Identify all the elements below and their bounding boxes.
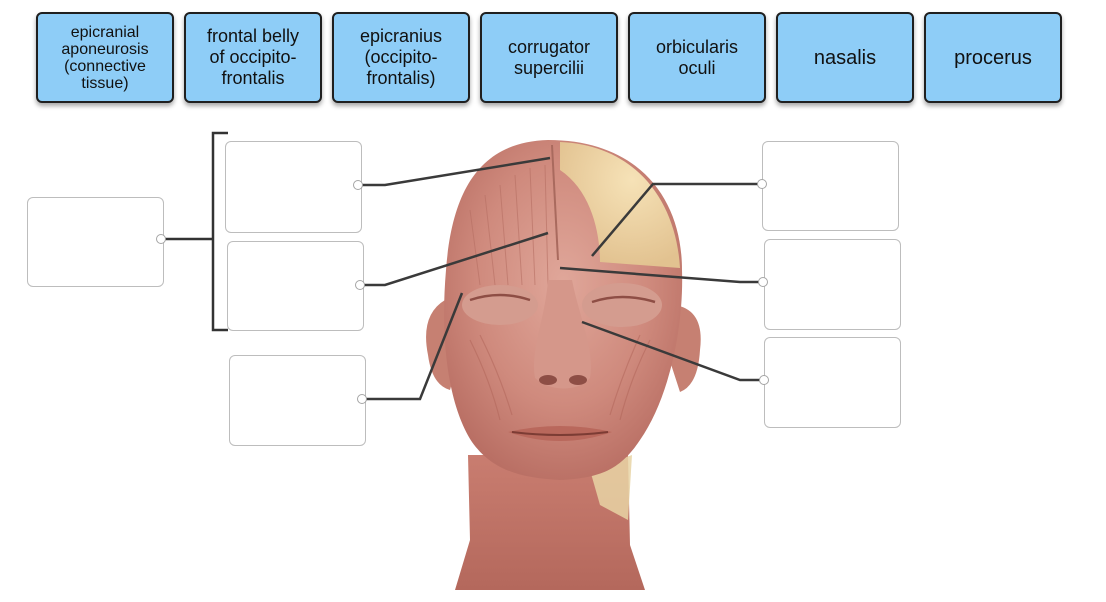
tile-text-line: supercilii [513, 57, 584, 78]
leader-line [559, 266, 763, 284]
tile-text-line: nasalis [813, 46, 877, 69]
leader-line [362, 156, 551, 187]
tile-text-line: corrugator [507, 36, 591, 57]
label-tile-nasalis[interactable]: nasalis [776, 12, 914, 103]
tile-text-line: of occipito- [209, 47, 297, 67]
label-tile-orbicularis-oculi[interactable]: orbicularis oculi [628, 12, 766, 103]
drop-slot-left-middle[interactable] [227, 241, 364, 331]
tile-text-line: epicranial [70, 23, 140, 41]
tile-text-line: procerus [954, 46, 1032, 69]
drop-slot-left-bottom[interactable] [229, 355, 366, 446]
leader-line [362, 231, 549, 287]
drop-slot-right-middle[interactable] [764, 239, 901, 330]
connector-handle [759, 375, 769, 385]
label-tile-epicranial-aponeurosis[interactable]: epicranial aponeurosis (connective tissu… [36, 12, 174, 103]
label-tile-epicranius[interactable]: epicranius (occipito- frontalis) [332, 12, 470, 103]
tile-text-line: frontalis) [366, 68, 436, 88]
connector-handle [357, 394, 367, 404]
connector-handle [355, 280, 365, 290]
tile-text-line: (occipito- [364, 47, 438, 67]
label-tile-procerus[interactable]: procerus [924, 12, 1062, 103]
leader-line [591, 182, 762, 257]
tile-text-line: tissue) [81, 74, 129, 92]
leader-line [364, 292, 464, 401]
connector-handle [156, 234, 166, 244]
drop-slot-left-top[interactable] [225, 141, 362, 233]
tile-text-line: orbicularis [655, 36, 739, 57]
connector-handle [758, 277, 768, 287]
drop-slot-right-bottom[interactable] [764, 337, 901, 428]
leader-line [581, 320, 764, 382]
label-tile-corrugator-supercilii[interactable]: corrugator supercilii [480, 12, 618, 103]
tile-text-line: oculi [678, 57, 716, 78]
group-bracket [211, 131, 228, 332]
drop-slot-right-top[interactable] [762, 141, 899, 231]
tile-text-line: frontal belly [206, 26, 300, 46]
drop-slot-left-group[interactable] [27, 197, 164, 287]
label-tile-frontal-belly[interactable]: frontal belly of occipito- frontalis [184, 12, 322, 103]
connector-handle [757, 179, 767, 189]
tile-text-line: (connective [64, 57, 146, 75]
tile-text-line: aponeurosis [61, 40, 149, 58]
tile-text-line: epicranius [359, 26, 443, 46]
head-illustration [426, 140, 701, 590]
connector-handle [353, 180, 363, 190]
word-bank: epicranial aponeurosis (connective tissu… [36, 12, 1062, 103]
tile-text-line: frontalis [221, 68, 285, 88]
